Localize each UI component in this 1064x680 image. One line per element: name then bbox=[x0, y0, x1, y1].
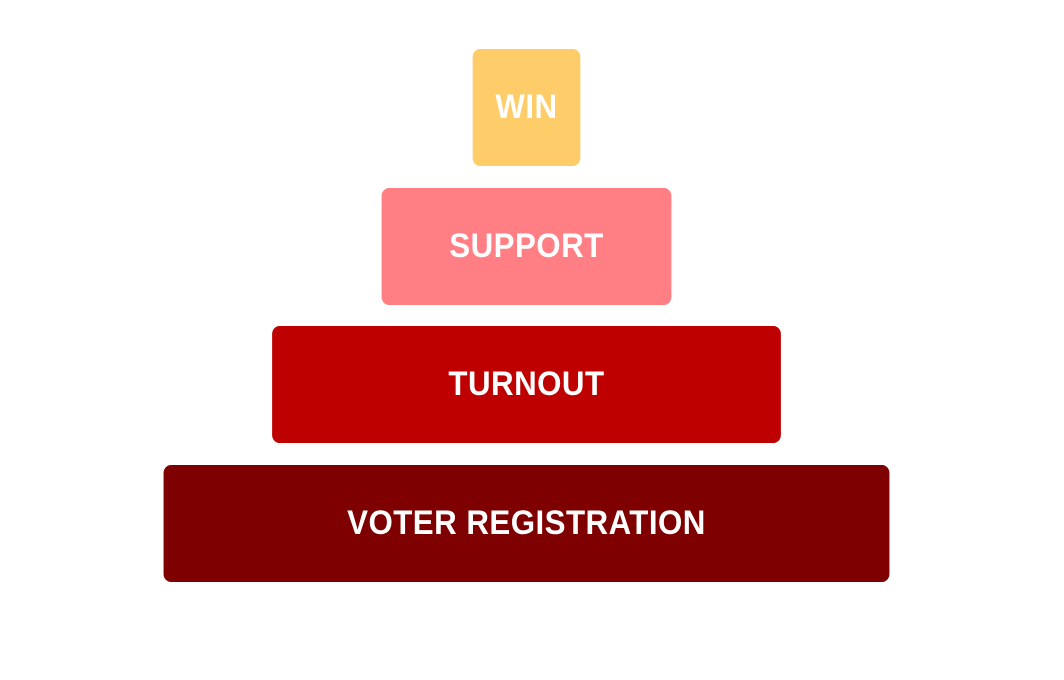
tier-label-voter-registration: VOTER REGISTRATION bbox=[347, 504, 706, 542]
tier-label-win: WIN bbox=[495, 88, 558, 126]
tier-label-support: SUPPORT bbox=[449, 227, 604, 265]
pyramid-tier-voter-registration: VOTER REGISTRATION bbox=[163, 465, 890, 582]
pyramid-tier-support: SUPPORT bbox=[381, 188, 672, 305]
pyramid-tier-win: WIN bbox=[472, 49, 581, 166]
pyramid-tier-turnout: TURNOUT bbox=[272, 326, 781, 443]
tier-label-turnout: TURNOUT bbox=[448, 365, 605, 403]
